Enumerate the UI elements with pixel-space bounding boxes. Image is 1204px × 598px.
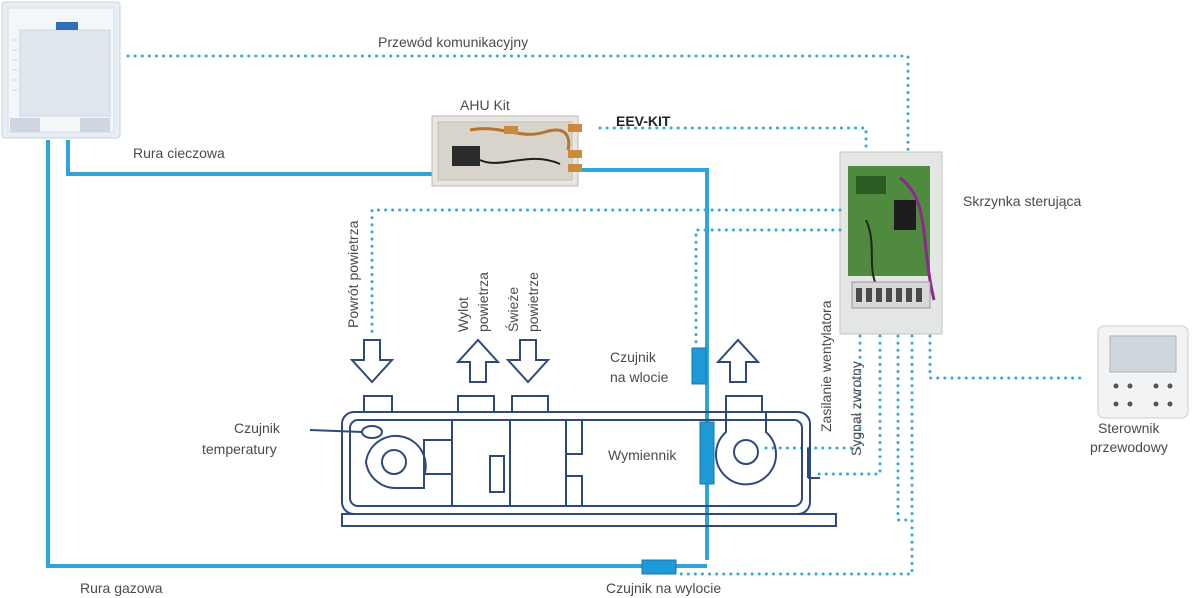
communication-wire [126,54,910,154]
liquid-pipe [66,140,432,176]
outdoor-unit-image [1,1,121,139]
outlet-sensor-icon [641,559,677,575]
return-air-sensor-wire [370,208,842,338]
feedback-signal-label: Sygnał zwrotny [848,361,864,456]
air-outlet-label-1: Wylot [455,297,471,332]
wired-controller-image [1097,325,1189,419]
heat-exchanger-label: Wymiennik [608,447,677,463]
temp-sensor-label-2: temperatury [202,441,277,457]
temperature-sensor-lead [309,429,363,433]
temperature-sensor-icon [361,425,383,439]
comm-wire-label: Przewód komunikacyjny [378,34,528,50]
wired-controller-label-1: Sterownik [1098,420,1160,436]
ahu-kit-box-image [431,115,582,187]
wired-controller-label-2: przewodowy [1090,439,1168,455]
temp-sensor-label-1: Czujnik [234,420,281,436]
outlet-sensor-label: Czujnik na wylocie [606,580,721,596]
fresh-air-label-1: Świeże [504,287,521,332]
inlet-sensor-label-2: na wlocie [610,369,669,385]
fan-power-wire [764,334,862,450]
gas-pipe-label: Rura gazowa [80,580,163,596]
eev-kit-wire [598,126,868,154]
fresh-air-arrow [505,339,551,384]
ahu-unit [341,395,837,527]
return-air-arrow [349,339,395,384]
controller-wire [928,334,1088,380]
exhaust-fan-icon [715,412,777,486]
inlet-sensor-label-1: Czujnik [610,349,657,365]
fresh-air-label-2: powietrze [525,272,541,332]
control-box-label: Skrzynka sterująca [963,193,1081,209]
exchanger-outlet-arrow [715,338,761,383]
ahu-kit-label: AHU Kit [460,97,510,113]
eev-kit-label: EEV-KIT [616,113,671,129]
control-box-image [839,151,943,335]
fan-power-label: Zasilanie wentylatora [818,300,834,432]
air-outlet-label-2: powietrza [475,272,491,332]
outlet-sensor-wire [674,334,914,576]
heat-exchanger-coil [699,421,715,485]
return-air-label: Powrót powietrza [345,220,361,328]
air-outlet-arrow [455,338,501,383]
supply-fan-icon [364,434,453,489]
inlet-sensor-icon [691,347,707,385]
gas-pipe [46,140,707,568]
liquid-pipe-label: Rura cieczowa [133,145,225,161]
liquid-pipe-right [578,168,709,560]
